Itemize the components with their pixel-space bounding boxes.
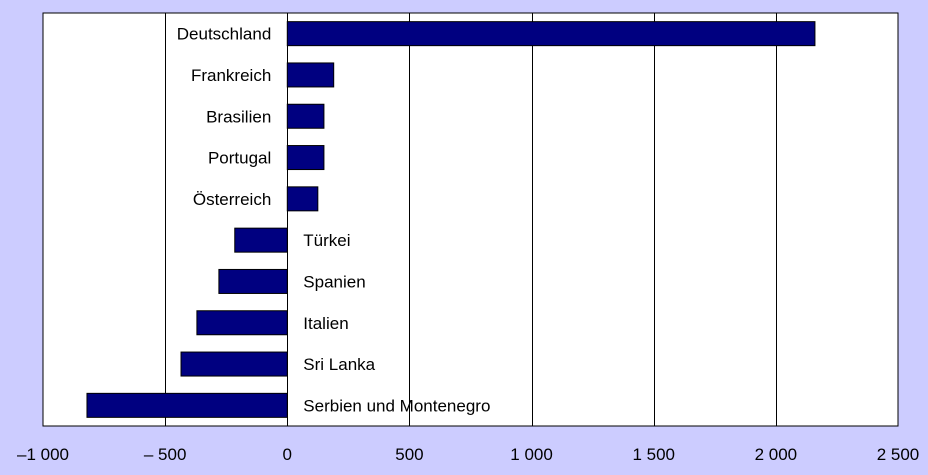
bar (86, 392, 288, 418)
bar (180, 351, 288, 377)
x-tick-label: 1 000 (510, 445, 553, 464)
bar (286, 186, 319, 212)
bar (286, 145, 325, 171)
category-label: Frankreich (191, 66, 271, 85)
x-axis-ticks: –1 000 – 500 0 500 1 000 1 500 2 000 2 500 (17, 445, 919, 464)
category-label: Österreich (193, 190, 271, 209)
bar (196, 310, 288, 336)
x-tick-label: 1 500 (632, 445, 675, 464)
bar (234, 227, 288, 253)
x-tick-label: 0 (283, 445, 292, 464)
category-label: Serbien und Montenegro (303, 396, 490, 415)
bar (286, 62, 335, 88)
category-label: Brasilien (206, 107, 271, 126)
category-label: Türkei (303, 231, 350, 250)
x-tick-label: 2 000 (755, 445, 798, 464)
x-tick-label: –1 000 (17, 445, 69, 464)
category-label: Italien (303, 314, 348, 333)
bars (86, 21, 816, 418)
category-label: Deutschland (177, 25, 272, 44)
category-label: Sri Lanka (303, 355, 375, 374)
bar (218, 268, 288, 294)
category-label: Spanien (303, 272, 365, 291)
category-label: Portugal (208, 149, 271, 168)
category-labels: DeutschlandFrankreichBrasilienPortugalÖs… (177, 25, 491, 416)
plot-area (42, 12, 899, 427)
x-tick-label: 500 (395, 445, 423, 464)
x-tick-label: 2 500 (877, 445, 920, 464)
bar (286, 21, 816, 47)
x-tick-label: – 500 (144, 445, 187, 464)
bar (286, 103, 325, 129)
